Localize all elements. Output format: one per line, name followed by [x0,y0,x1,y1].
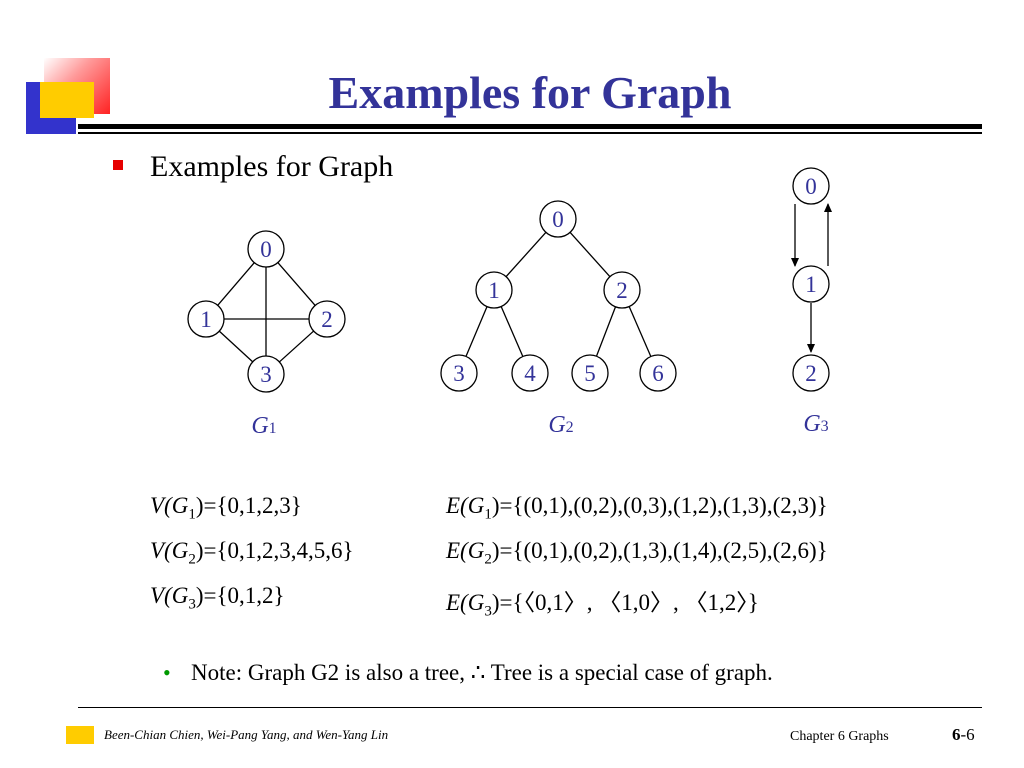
footer-chapter: Chapter 6 Graphs [790,729,889,744]
edge-set-g1: E(G1)={(0,1),(0,2),(0,3),(1,2),(1,3),(2,… [446,493,828,524]
g2-edge [595,306,617,357]
g1-edge [218,330,254,363]
g2-node [475,271,513,309]
title-rule-thick [78,124,982,129]
g2-caption-name: G [548,412,565,438]
g1-node-label: 1 [200,307,212,332]
page-number-rest: -6 [960,725,975,744]
g2-edge [628,306,652,357]
g2-caption-sub: 2 [566,419,574,436]
eq-sub: 3 [188,596,196,613]
title-rule-thin [78,132,982,134]
edge-set-g3: E(G3)={〈0,1〉, 〈1,0〉, 〈1,2〉} [446,583,759,621]
g2-edge [500,306,524,357]
bullet-text: Examples for Graph [150,150,394,183]
vertex-set-g3: V(G3)={0,1,2} [150,583,285,614]
g1-caption: G1 [251,413,276,439]
g2-node [639,354,677,392]
g3-node [792,167,830,205]
eq-post: )={0,1,2,3} [195,493,302,518]
g1-node [247,230,285,268]
corner-decoration [0,0,120,140]
eq-pre: E(G [446,590,485,615]
g1-node-label: 3 [260,362,272,387]
g3-node [792,265,830,303]
g1-node [308,300,346,338]
footer-decoration [66,726,94,744]
eq-pre: E(G [446,538,485,563]
g3-node [792,354,830,392]
g2-edge [505,231,547,278]
g2-node-label: 6 [652,361,664,386]
eq-pre: V(G [150,493,189,518]
eq-post: )={0,1,2} [195,583,285,608]
page-number-bold: 6 [952,725,961,744]
eq-post: )={〈0,1〉, 〈1,0〉, 〈1,2〉} [491,590,759,615]
eq-post: )={(0,1),(0,2),(0,3),(1,2),(1,3),(2,3)} [491,493,828,518]
g3-node-label: 1 [805,272,817,297]
g2-node-label: 5 [584,361,596,386]
g1-caption-name: G [251,413,268,439]
bullet-marker [113,160,123,170]
g1-node-label: 0 [260,237,272,262]
g2-node [603,271,641,309]
g3-caption-sub: 3 [821,418,829,435]
note-text: Note: Graph G2 is also a tree, ∴ Tree is… [191,660,773,685]
eq-post: )={0,1,2,3,4,5,6} [195,538,354,563]
g3-node-label: 0 [805,174,817,199]
g1-node [247,355,285,393]
eq-sub: 2 [484,551,492,568]
g2-node [511,354,549,392]
eq-pre: V(G [150,538,189,563]
eq-pre: E(G [446,493,485,518]
slide-title: Examples for Graph [328,67,732,118]
g2-node [539,200,577,238]
g1-caption-sub: 1 [269,420,277,437]
footer-rule [78,707,982,708]
g1-node-label: 2 [321,307,333,332]
g2-node [440,354,478,392]
g2-node-label: 3 [453,361,465,386]
g3-caption: G3 [803,411,828,437]
eq-post: )={(0,1),(0,2),(1,3),(1,4),(2,5),(2,6)} [491,538,828,563]
eq-sub: 1 [188,506,196,523]
g2-node-label: 2 [616,278,628,303]
g2-caption: G2 [548,412,573,438]
g3-caption-name: G [803,411,820,437]
g2-edge [465,306,488,357]
g3-node-label: 2 [805,361,817,386]
vertex-set-g2: V(G2)={0,1,2,3,4,5,6} [150,538,354,569]
g2-node-label: 1 [488,278,500,303]
edge-set-g2: E(G2)={(0,1),(0,2),(1,3),(1,4),(2,5),(2,… [446,538,828,569]
g2-node-label: 0 [552,207,564,232]
g2-edge [569,231,611,278]
g1-edge [217,262,255,306]
vertex-set-g1: V(G1)={0,1,2,3} [150,493,302,524]
note-bullet: • [163,660,171,685]
g2-node [571,354,609,392]
page-number: 6-6 [952,725,975,745]
eq-pre: V(G [150,583,189,608]
g1-node [187,300,225,338]
g2-node-label: 4 [524,361,536,386]
eq-sub: 1 [484,506,492,523]
g1-edge [278,330,315,363]
eq-sub: 2 [188,551,196,568]
eq-sub: 3 [484,603,492,620]
footer-authors: Been-Chian Chien, Wei-Pang Yang, and Wen… [104,727,389,742]
g1-edge [277,262,316,306]
